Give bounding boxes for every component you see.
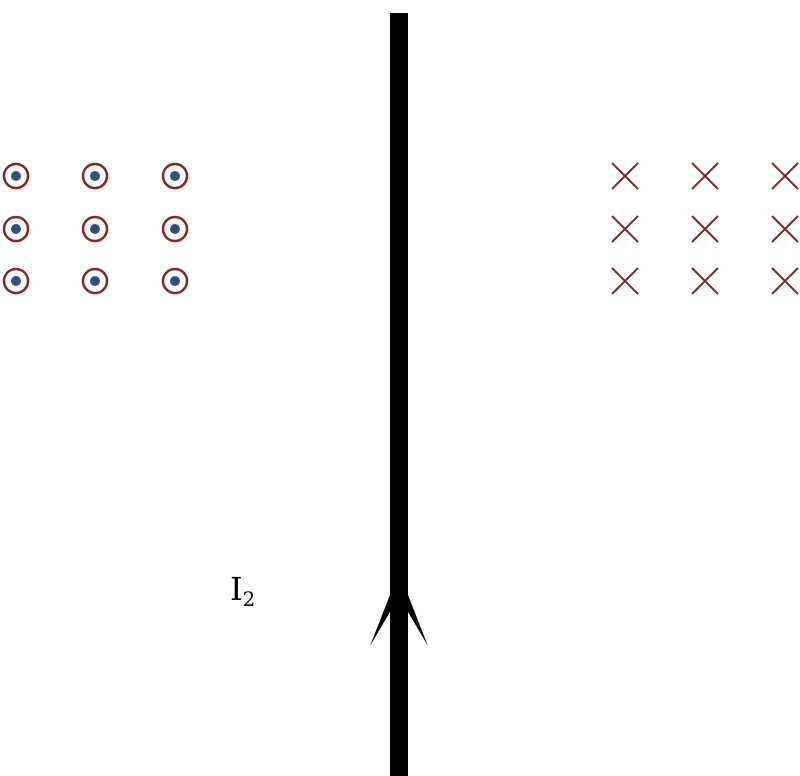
field-cross-symbol	[771, 162, 799, 190]
field-dot-symbol	[2, 162, 31, 191]
field-into-page-group	[611, 162, 799, 295]
current-arrow-head	[370, 572, 428, 646]
field-dot-symbol	[161, 162, 190, 191]
field-cross-symbol	[611, 215, 639, 243]
field-dot-symbol	[81, 267, 110, 296]
field-dot-symbol	[2, 267, 31, 296]
field-cross-symbol	[771, 215, 799, 243]
field-cross-symbol	[771, 267, 799, 295]
field-dot-symbol	[161, 215, 190, 244]
current-wire	[390, 13, 408, 776]
field-dot-symbol	[81, 162, 110, 191]
field-cross-symbol	[691, 267, 719, 295]
field-cross-symbol	[611, 267, 639, 295]
field-dot-symbol	[81, 215, 110, 244]
field-out-of-page-group	[2, 162, 190, 296]
current-label: I2	[230, 570, 256, 611]
field-dot-symbol	[161, 267, 190, 296]
field-cross-symbol	[691, 162, 719, 190]
field-cross-symbol	[691, 215, 719, 243]
field-cross-symbol	[611, 162, 639, 190]
field-dot-symbol	[2, 215, 31, 244]
